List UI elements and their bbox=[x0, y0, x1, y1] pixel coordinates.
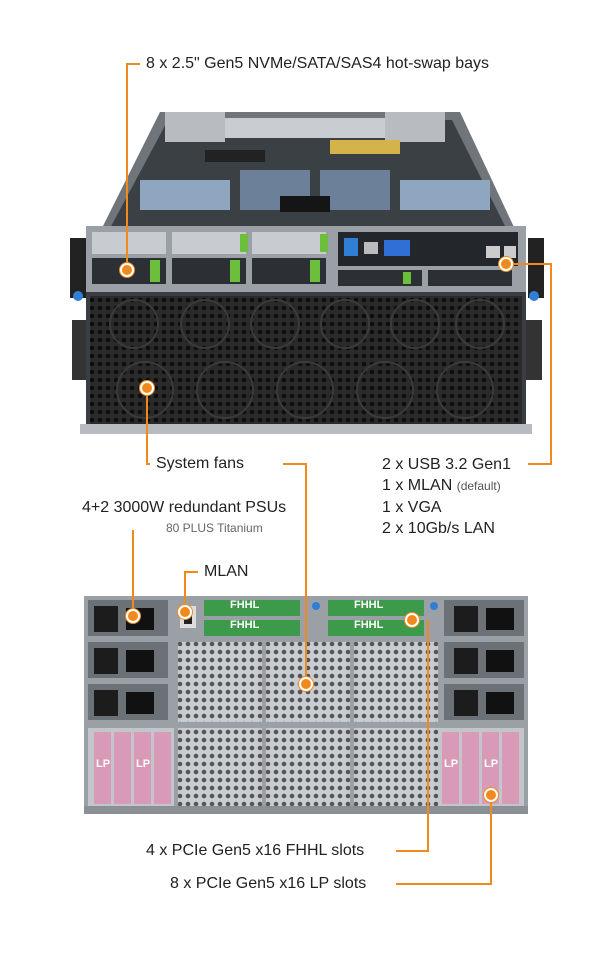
io-marker bbox=[499, 257, 513, 271]
fhhl-marker bbox=[405, 613, 419, 627]
lp-marker bbox=[484, 788, 498, 802]
io-callout: 2 x USB 3.2 Gen1 1 x MLAN (default) 1 x … bbox=[382, 454, 511, 539]
lp-slot-label: LP bbox=[96, 758, 111, 770]
io-usb: 2 x USB 3.2 Gen1 bbox=[382, 456, 511, 473]
fhhl-slot-label: FHHL bbox=[230, 619, 260, 631]
psu-marker bbox=[126, 609, 140, 623]
fhhl-slot-label: FHHL bbox=[230, 599, 260, 611]
fhhl-slot-label: FHHL bbox=[354, 619, 384, 631]
mlan-callout: MLAN bbox=[204, 563, 249, 580]
psu-callout-sub: 80 PLUS Titanium bbox=[166, 521, 263, 535]
fans-marker bbox=[140, 381, 154, 395]
rear-fans-marker bbox=[299, 677, 313, 691]
bays-marker bbox=[120, 263, 134, 277]
io-vga: 1 x VGA bbox=[382, 499, 442, 516]
front-server-view bbox=[70, 112, 544, 434]
psu-callout: 4+2 3000W redundant PSUs bbox=[82, 499, 287, 516]
mlan-marker bbox=[178, 605, 192, 619]
io-lan: 2 x 10Gb/s LAN bbox=[382, 520, 495, 537]
fhhl-callout: 4 x PCIe Gen5 x16 FHHL slots bbox=[146, 842, 365, 859]
lp-callout: 8 x PCIe Gen5 x16 LP slots bbox=[170, 875, 367, 892]
fans-callout: System fans bbox=[156, 455, 245, 472]
lp-slot-label: LP bbox=[136, 758, 151, 770]
io-mlan: 1 x MLAN (default) bbox=[382, 477, 501, 494]
lp-slot-label: LP bbox=[444, 758, 459, 770]
lp-slot-label: LP bbox=[484, 758, 499, 770]
io-mlan-note: (default) bbox=[456, 479, 501, 493]
bays-callout: 8 x 2.5" Gen5 NVMe/SATA/SAS4 hot-swap ba… bbox=[146, 55, 490, 72]
fhhl-slot-label: FHHL bbox=[354, 599, 384, 611]
callout-lines bbox=[126, 63, 552, 885]
